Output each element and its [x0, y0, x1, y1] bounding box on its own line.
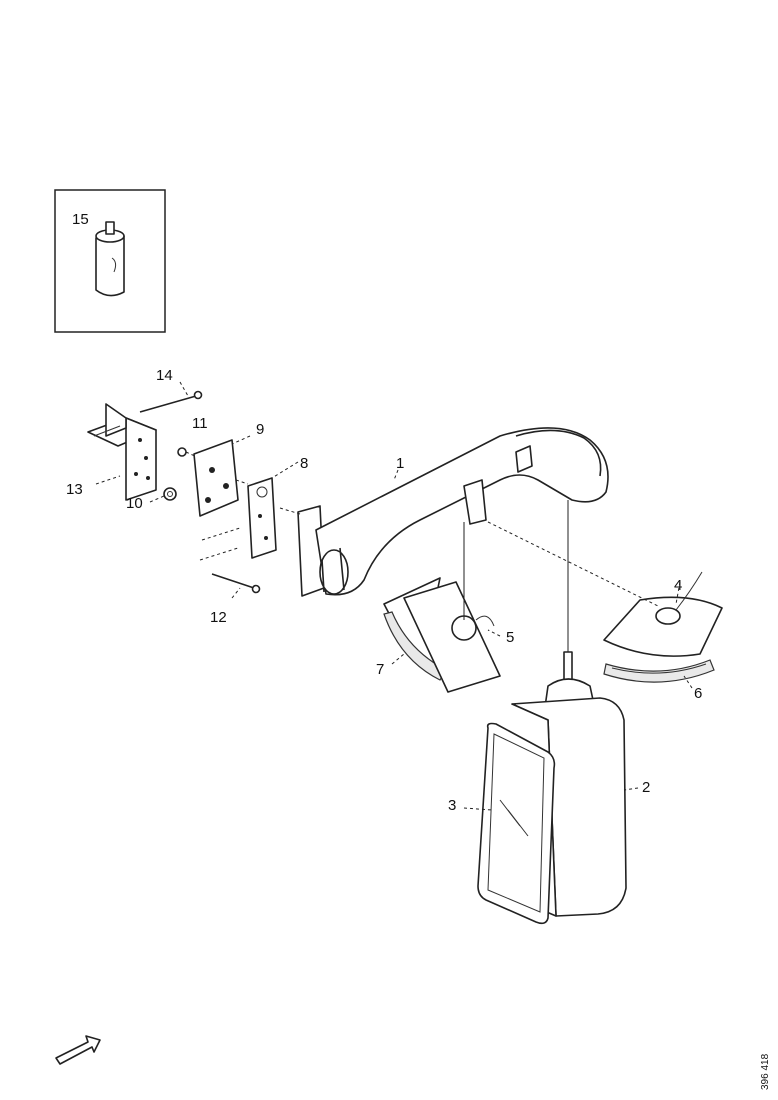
part-4-mirror-cap — [603, 571, 723, 657]
part-15-cylinder — [95, 221, 125, 297]
assembly-lines — [235, 479, 659, 652]
callout-14: 14 — [156, 367, 173, 384]
callout-5: 5 — [506, 629, 514, 646]
callout-12: 12 — [210, 609, 227, 626]
callout-leaders — [95, 381, 693, 811]
part-14-screw — [139, 390, 203, 413]
part-12-bolt — [199, 527, 261, 594]
part-6-mirror-cap — [603, 659, 715, 683]
callout-3: 3 — [448, 797, 456, 814]
part-13-mounting-bracket — [87, 403, 157, 501]
direction-arrow-icon — [55, 1035, 101, 1065]
drawing-reference-code: 396 418 — [760, 1053, 771, 1090]
callout-10: 10 — [126, 495, 143, 512]
callout-11: 11 — [192, 415, 208, 432]
callout-7: 7 — [376, 661, 384, 678]
callout-6: 6 — [694, 685, 702, 702]
callout-9: 9 — [256, 421, 264, 438]
callout-15: 15 — [72, 211, 89, 228]
part-5-housing — [403, 581, 501, 693]
part-8-gasket-plate — [247, 477, 277, 559]
part-10-nut — [163, 487, 177, 501]
part-3-mirror-glass — [477, 722, 556, 925]
part-9-adapter-plate — [193, 439, 239, 517]
callout-1: 1 — [396, 455, 404, 472]
part-1-mirror-arm — [297, 427, 609, 597]
callout-13: 13 — [66, 481, 83, 498]
callout-2: 2 — [642, 779, 650, 796]
inset-detail-box: 15 — [54, 189, 166, 333]
callout-4: 4 — [674, 577, 682, 594]
callout-8: 8 — [300, 455, 308, 472]
